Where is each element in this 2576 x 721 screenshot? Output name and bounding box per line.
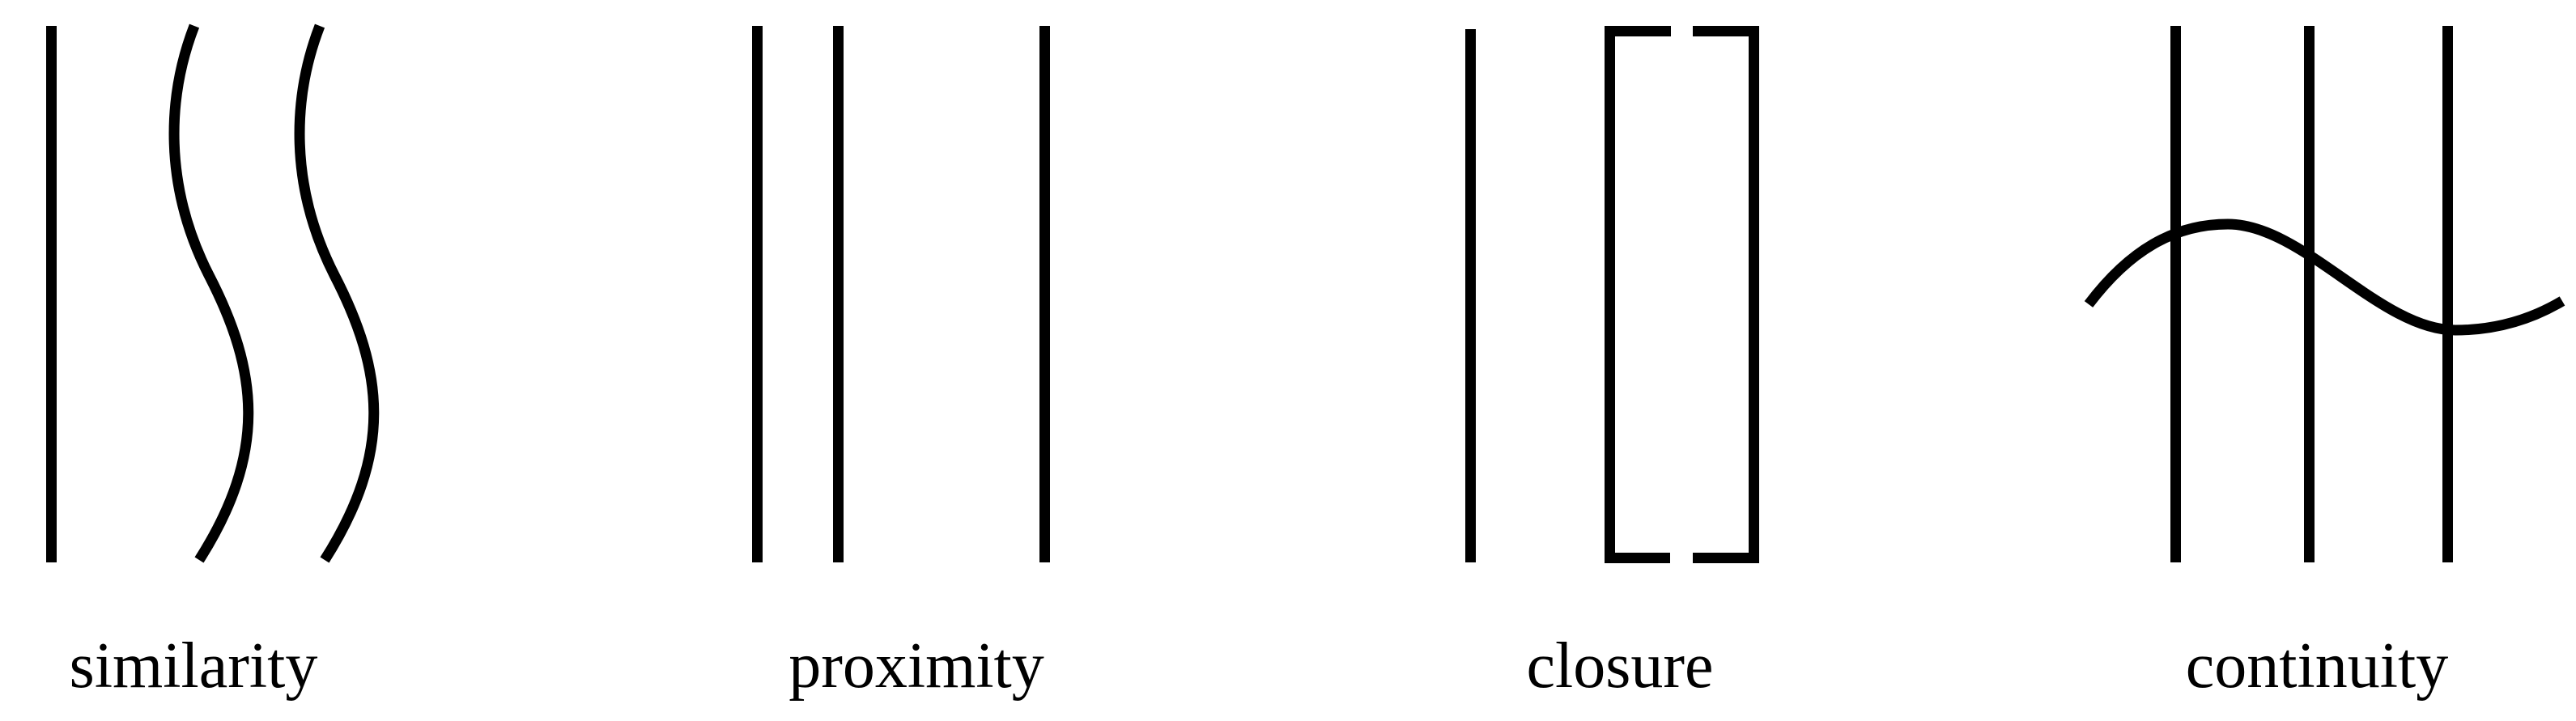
continuity-label: continuity: [2185, 630, 2449, 702]
similarity-curve-2: [294, 23, 380, 563]
proximity-figure: [752, 26, 1050, 562]
similarity-label: similarity: [69, 630, 318, 702]
continuity-figure: [2084, 26, 2565, 562]
similarity-figure: [46, 23, 380, 563]
closure-figure: [1465, 26, 1759, 563]
proximity-label: proximity: [789, 630, 1044, 702]
closure-label: closure: [1526, 630, 1714, 702]
similarity-curve-1: [168, 23, 254, 563]
continuity-wave-curve: [2084, 218, 2565, 336]
